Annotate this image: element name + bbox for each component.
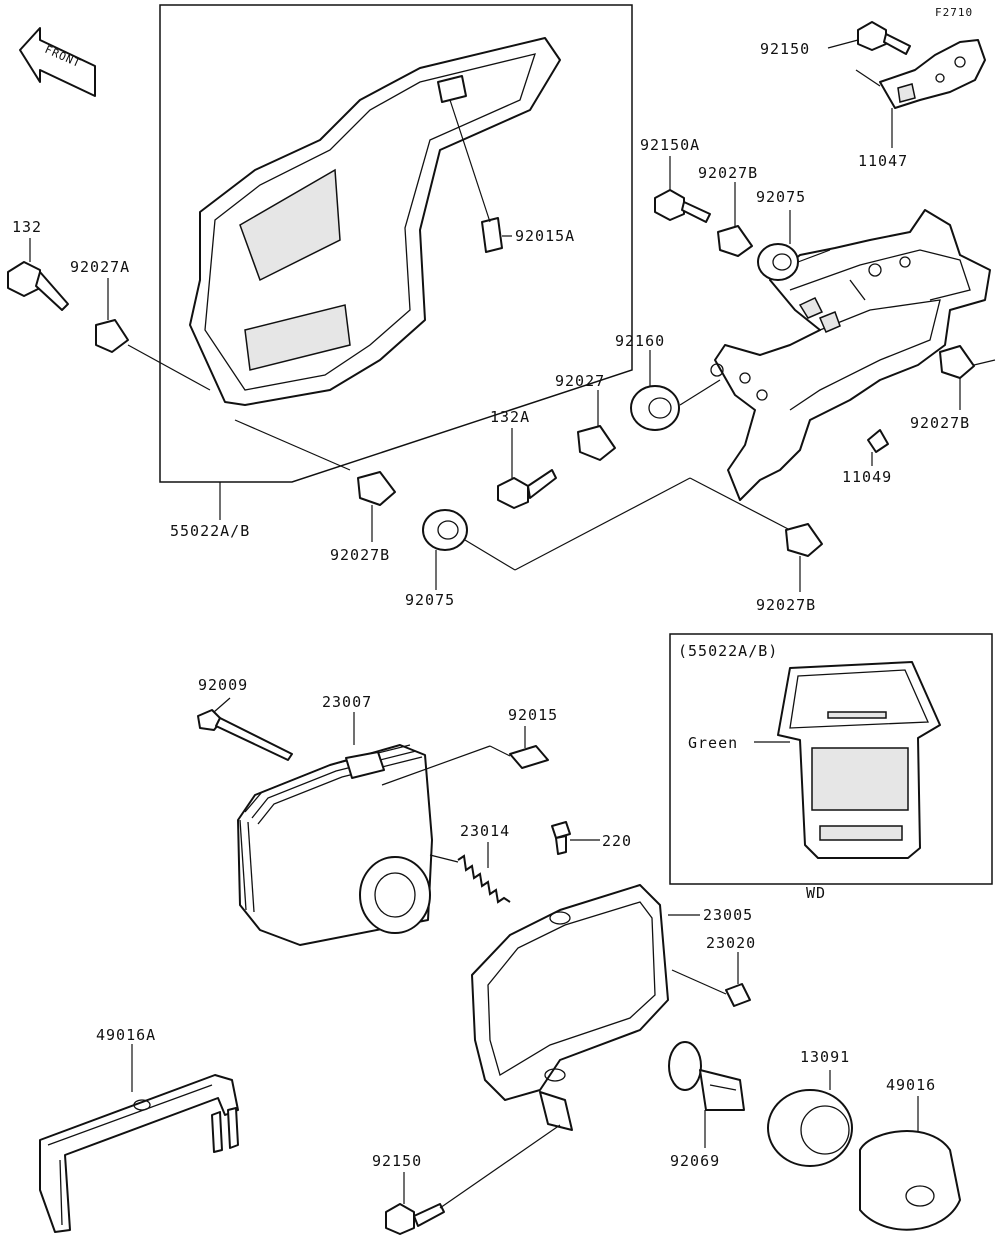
- collar-92027B-b-icon: [939, 345, 975, 379]
- label-92027A: 92027A: [70, 258, 130, 276]
- label-132A: 132A: [490, 408, 530, 426]
- label-92027B-b: 92027B: [910, 414, 970, 432]
- inset-caption: WD: [806, 884, 826, 902]
- socket-23020-icon: [725, 983, 751, 1007]
- label-220: 220: [602, 832, 632, 850]
- label-92069: 92069: [670, 1152, 720, 1170]
- headlight-cover-icon: [189, 37, 561, 406]
- label-23014: 23014: [460, 822, 510, 840]
- bolt-92150A-icon: [654, 189, 711, 223]
- bolt-92150-bottom-icon: [385, 1203, 445, 1235]
- label-92015A: 92015A: [515, 227, 575, 245]
- label-49016: 49016: [886, 1076, 936, 1094]
- headlight-unit-23007-icon: [237, 744, 433, 946]
- front-arrow-icon: FRONT: [19, 27, 96, 97]
- label-55022AB: 55022A/B: [170, 522, 250, 540]
- nut-92015-icon: [509, 745, 549, 769]
- bolt-132-icon: [7, 261, 69, 311]
- label-92150-bottom: 92150: [372, 1152, 422, 1170]
- cap-13091-icon: [767, 1089, 853, 1167]
- headlight-housing-23005-icon: [471, 884, 669, 1131]
- label-13091: 13091: [800, 1048, 850, 1066]
- label-92150-top: 92150: [760, 40, 810, 58]
- cover-49016-icon: [859, 1130, 961, 1231]
- clip-11049-icon: [867, 429, 889, 453]
- guard-49016A-icon: [39, 1074, 239, 1233]
- collar-92027B-c-icon: [357, 471, 396, 506]
- grommet-92075-a-icon: [757, 243, 799, 281]
- headlight-bracket-icon: [710, 209, 991, 501]
- collar-92027-icon: [577, 425, 616, 461]
- spring-23014-icon: [457, 854, 511, 904]
- screw-220-icon: [551, 821, 571, 855]
- collar-92027A-icon: [95, 319, 129, 353]
- grommet-92075-b-icon: [422, 509, 468, 551]
- label-23007: 23007: [322, 693, 372, 711]
- label-92027B-d: 92027B: [756, 596, 816, 614]
- label-92150A: 92150A: [640, 136, 700, 154]
- inset-cover-icon: [777, 661, 941, 859]
- figure-code: F2710: [935, 6, 973, 19]
- collar-92027B-d-icon: [785, 523, 823, 557]
- label-92027B-c: 92027B: [330, 546, 390, 564]
- bolt-132A-icon: [497, 469, 557, 509]
- bolt-92009-icon: [197, 709, 293, 761]
- collar-92027B-a-icon: [717, 225, 753, 257]
- label-132: 132: [12, 218, 42, 236]
- label-92075-a: 92075: [756, 188, 806, 206]
- label-11047: 11047: [858, 152, 908, 170]
- inset-frame: [669, 633, 993, 885]
- label-92027B-a: 92027B: [698, 164, 758, 182]
- label-49016A: 49016A: [96, 1026, 156, 1044]
- inset-color-label: Green: [688, 734, 738, 752]
- clip-92015A-icon: [481, 217, 503, 253]
- stay-11047-icon: [879, 39, 986, 109]
- bolt-92150-top-icon: [857, 21, 911, 55]
- label-23020: 23020: [706, 934, 756, 952]
- grommet-92160-icon: [630, 385, 680, 431]
- label-23005: 23005: [703, 906, 753, 924]
- label-92027: 92027: [555, 372, 605, 390]
- label-92160: 92160: [615, 332, 665, 350]
- label-92075-b: 92075: [405, 591, 455, 609]
- label-11049: 11049: [842, 468, 892, 486]
- inset-title: (55022A/B): [678, 642, 778, 660]
- label-92015: 92015: [508, 706, 558, 724]
- cover-group-frame: [159, 4, 633, 483]
- label-92009: 92009: [198, 676, 248, 694]
- bulb-92069-icon: [668, 1041, 745, 1111]
